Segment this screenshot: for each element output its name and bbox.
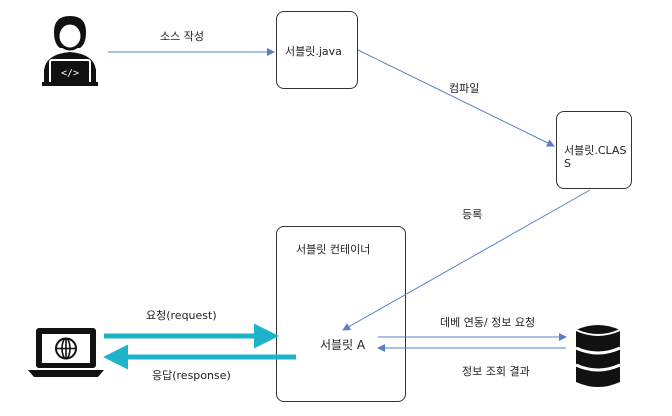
servlet-container-node [276, 226, 406, 402]
arrow-register [342, 189, 591, 331]
developer-laptop-icon: </> [42, 16, 98, 86]
label-write-source: 소스 작성 [160, 30, 204, 43]
servlet-class-label-line2: S [564, 157, 571, 170]
servlet-java-node [276, 11, 358, 89]
label-db-query: 데베 연동/ 정보 요청 [440, 316, 536, 329]
label-db-result: 정보 조회 결과 [462, 365, 530, 378]
arrow-compile [357, 49, 555, 147]
servlet-class-node [556, 111, 632, 189]
servlet-container-title: 서블릿 컨테이너 [296, 243, 371, 256]
servlet-java-label: 서블릿.java [285, 45, 342, 58]
label-compile: 컴파일 [449, 82, 480, 95]
svg-text:</>: </> [61, 68, 79, 79]
servlet-a-label: 서블릿 A [320, 338, 366, 352]
laptop-globe-icon [28, 328, 104, 377]
servlet-class-label-line1: 서블릿.CLAS [564, 144, 627, 157]
database-icon [575, 325, 621, 387]
label-request: 요청(request) [146, 309, 217, 322]
label-register: 등록 [462, 208, 483, 221]
label-response: 응답(response) [152, 369, 231, 382]
